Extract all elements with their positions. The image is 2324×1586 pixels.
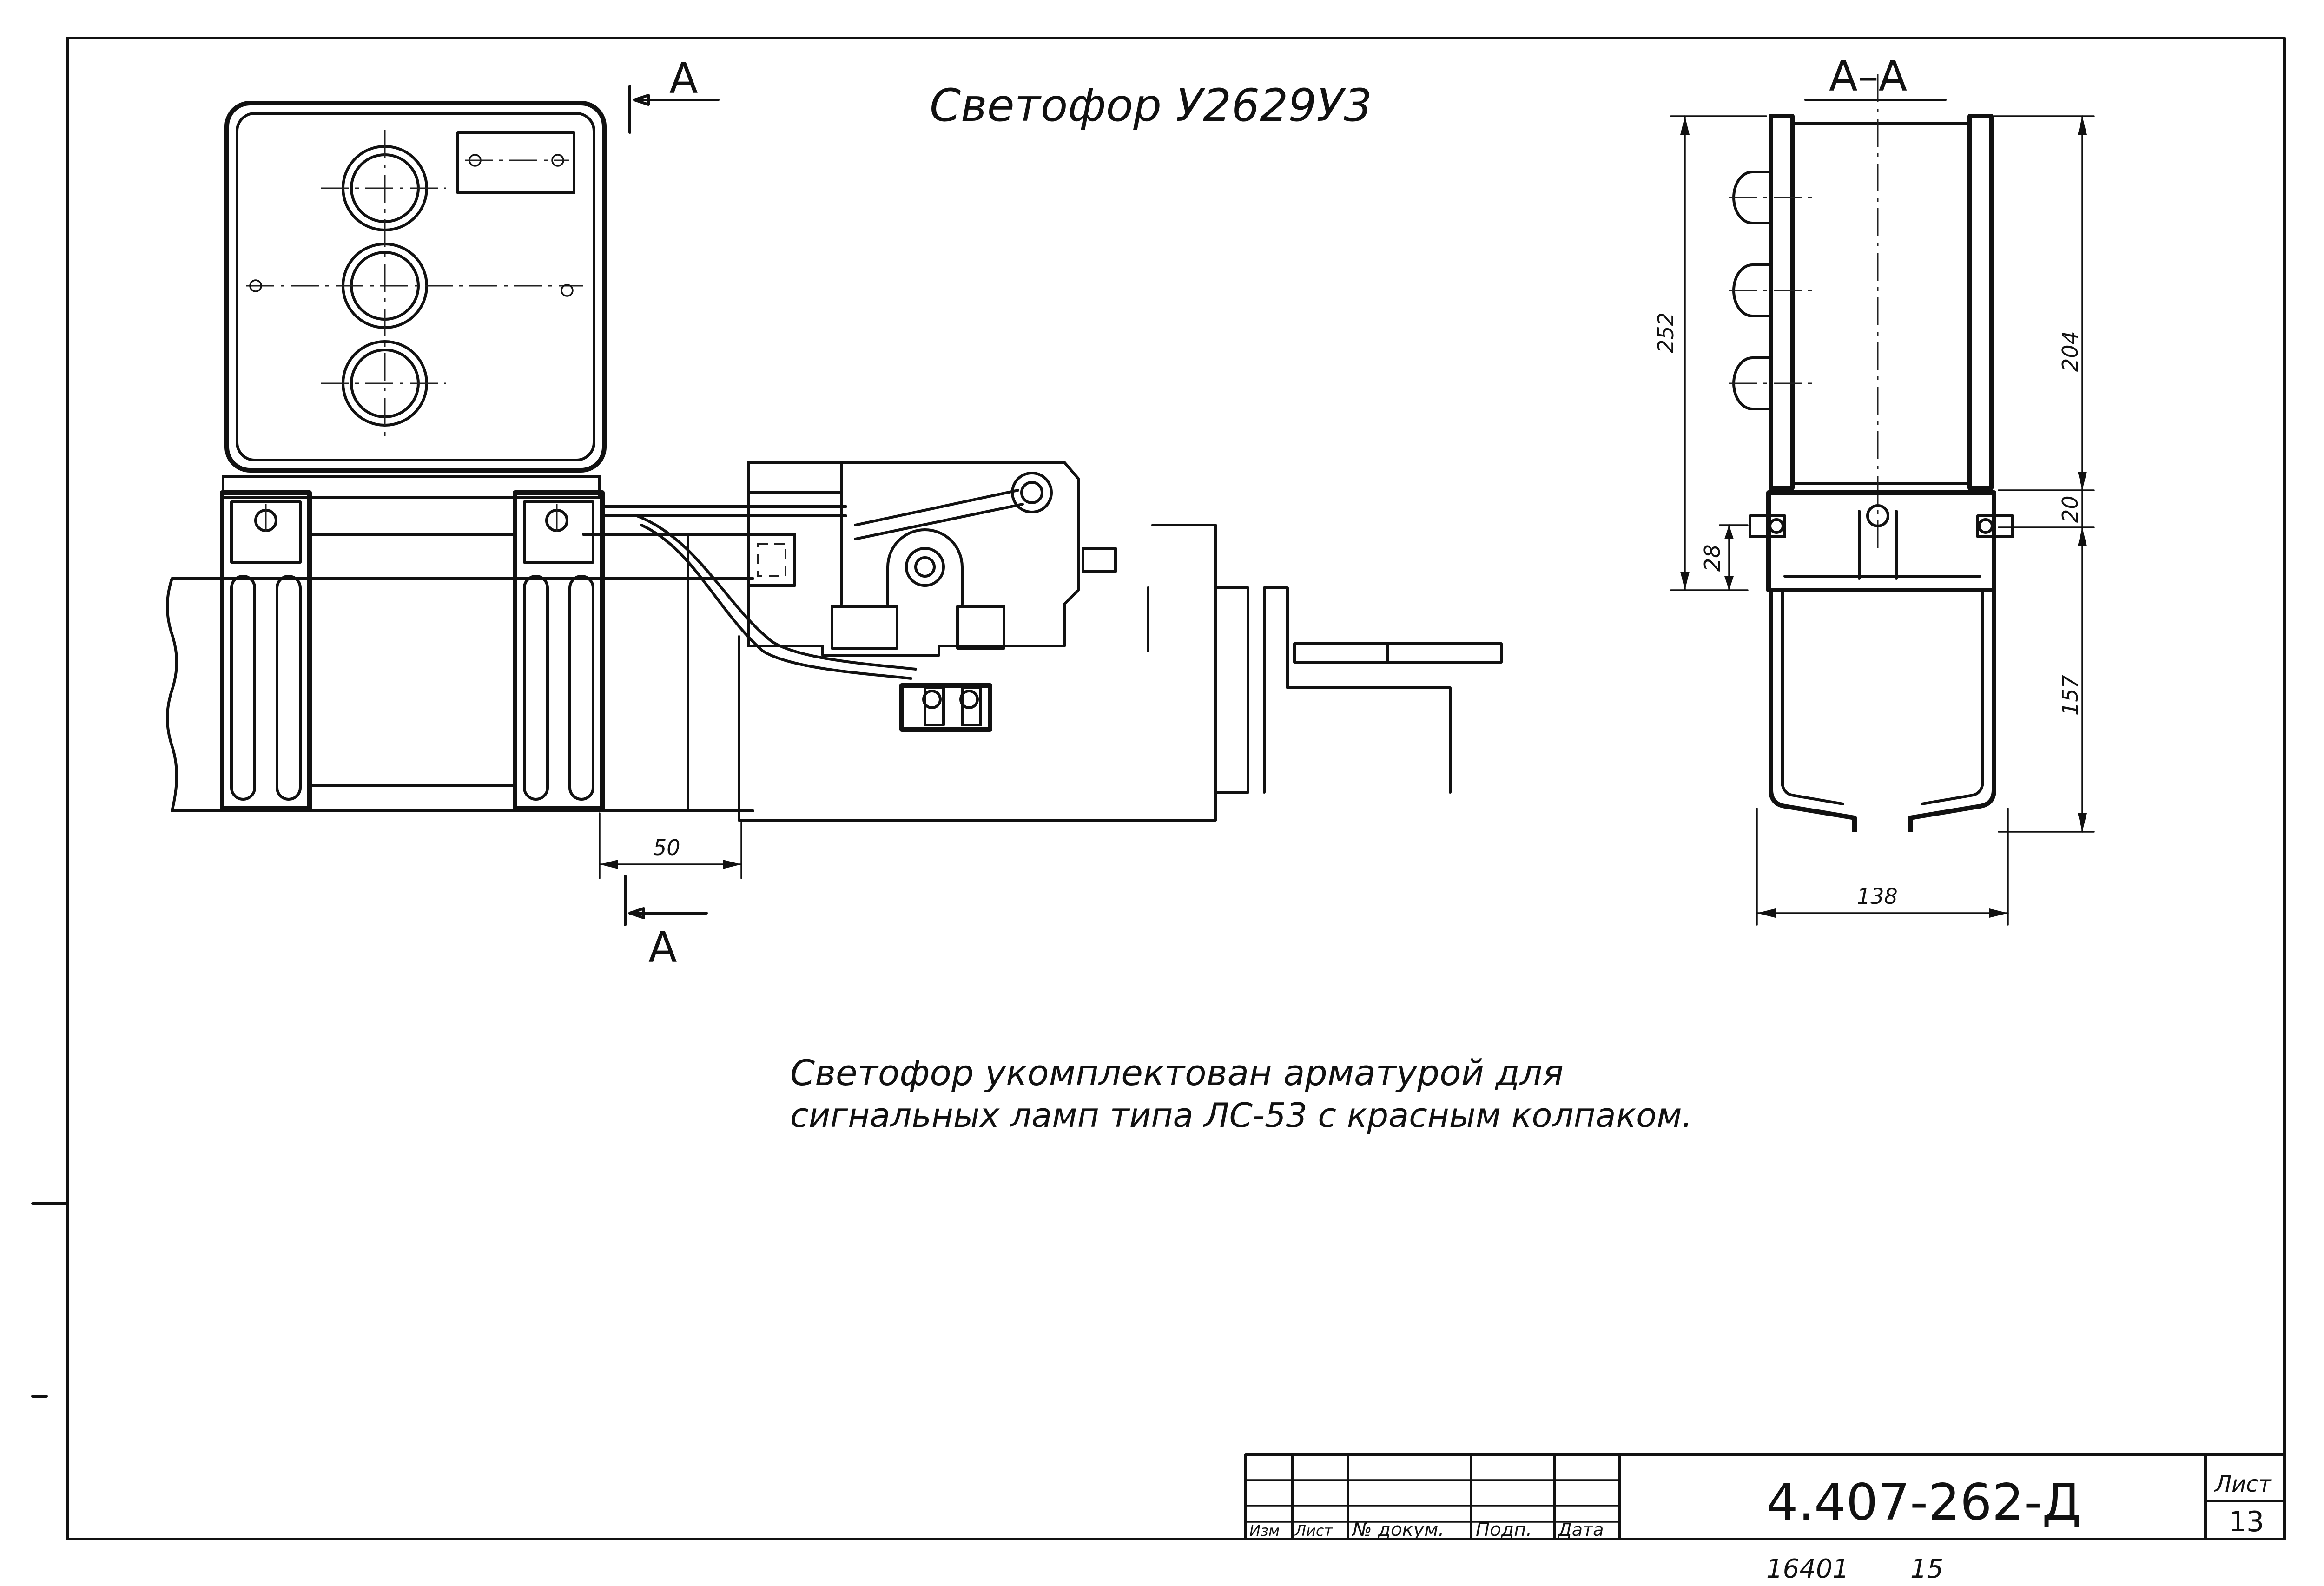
sheet-label: Лист [2214,1471,2272,1497]
dimension-157 [1998,526,2095,833]
dimension-138-label: 138 [1857,884,1898,909]
note-line-1: Светофор укомплектован арматурой для [790,1052,1564,1093]
mounting-bracket-section [1749,490,2014,592]
terminal-block [899,683,992,732]
archive-number: 16401 [1766,1554,1849,1584]
title-block [1244,1453,2286,1540]
dimension-20-label: 20 [2058,495,2083,523]
signal-head-section [1729,74,1994,548]
title-block-col-izm: Изм [1249,1522,1280,1540]
signal-cable [603,505,917,680]
dimension-138 [1756,808,2009,926]
dimension-28 [1719,524,1749,591]
rail-clamp-right [513,490,605,811]
rail-profile-front [166,524,1503,822]
dimension-204 [1993,115,2095,491]
title-block-col-sign: Подп. [1476,1519,1532,1540]
archive-suffix: 15 [1910,1554,1943,1584]
section-mark-top-label: А [669,54,698,103]
title-block-col-doc: № докум. [1352,1519,1444,1540]
section-mark-bottom [624,875,708,926]
junction-box [747,461,1117,657]
dimension-28-label: 28 [1700,544,1725,572]
mount-base-plate [222,475,601,499]
dimension-157-label: 157 [2058,675,2083,716]
drawing-frame [66,37,2286,1540]
section-mark-bottom-label: А [648,923,677,972]
dimension-204-label: 204 [2058,331,2083,372]
rail-channel-section [1769,589,1996,832]
section-mark-top [628,85,720,134]
dimension-252 [1670,115,1767,591]
rail-clamp-left [220,490,312,811]
sheet-number: 13 [2229,1506,2264,1538]
title-block-col-date: Дата [1557,1520,1604,1540]
dimension-50 [599,812,742,879]
note-line-2: сигнальных ламп типа ЛС-53 с красным кол… [790,1096,1692,1135]
drawing-title: Светофор У2629У3 [930,79,1372,132]
dimension-50-label: 50 [653,835,680,860]
dimension-252-label: 252 [1653,312,1678,353]
dimension-20 [1998,489,2095,528]
signal-head-front [224,101,607,473]
section-view-label: А–А [1829,52,1907,101]
document-number: 4.407-262-Д [1766,1474,2081,1532]
title-block-col-list: Лист [1294,1522,1333,1540]
